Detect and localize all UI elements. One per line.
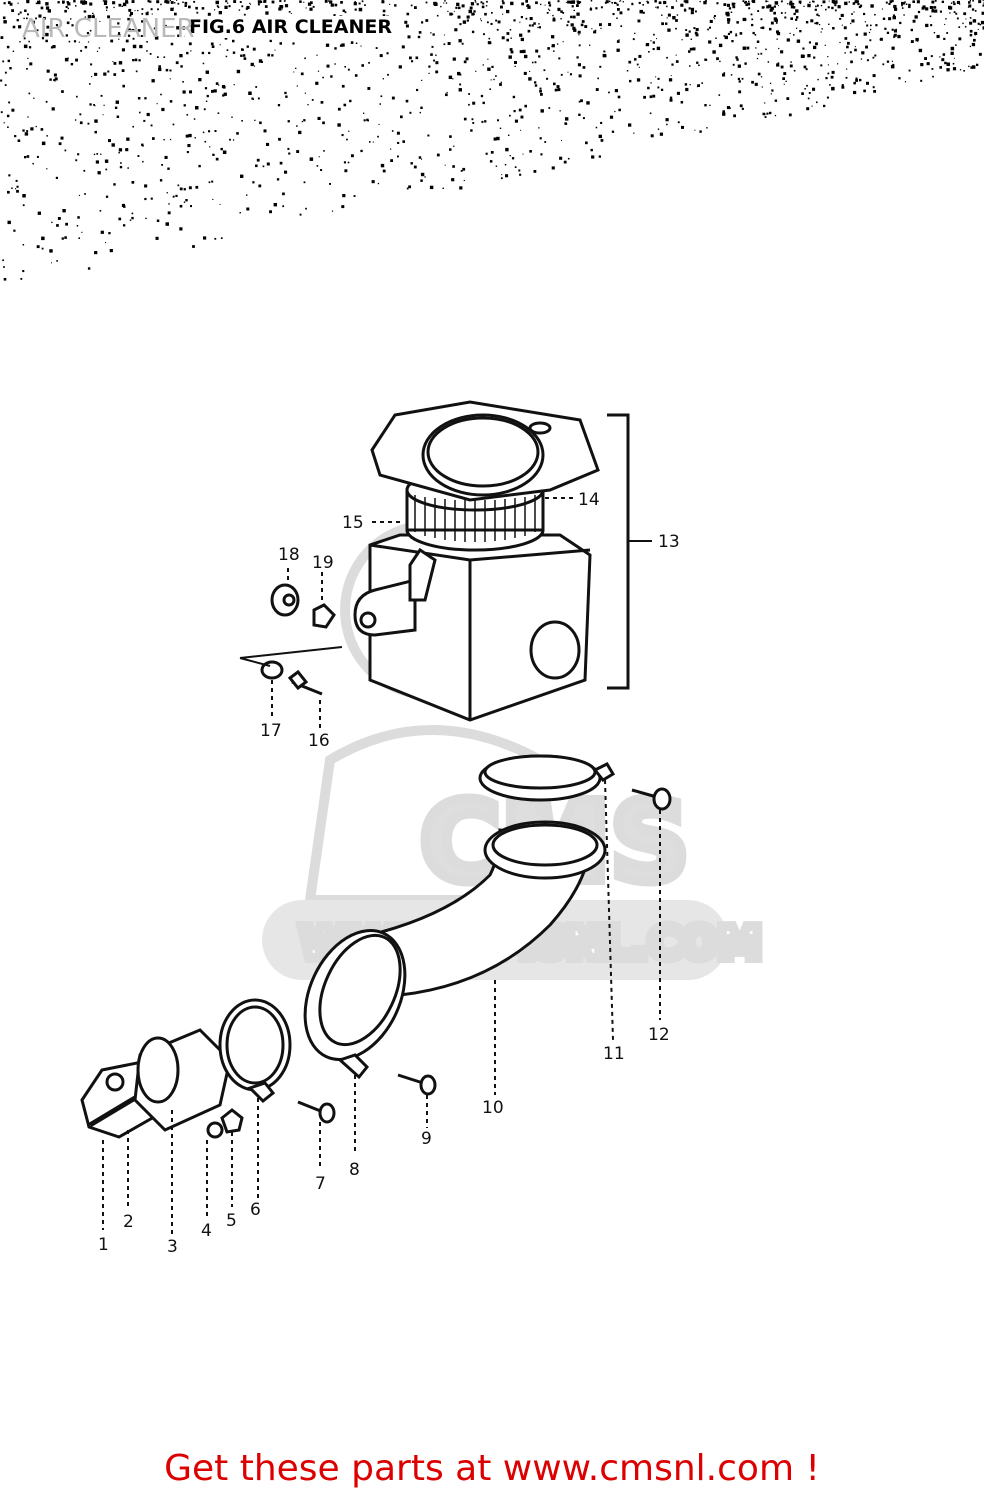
callout-1: 1 [98,1235,109,1255]
page-title: AIR CLEANER [22,14,195,44]
callout-18: 18 [278,545,300,565]
parts-cta-link[interactable]: Get these parts at www.cmsnl.com ! [164,1448,820,1489]
assembly-bracket [607,413,630,690]
callout-5: 5 [226,1211,237,1231]
callout-13: 13 [658,532,680,552]
carb-joint-parts [80,998,437,1139]
callout-3: 3 [167,1237,178,1257]
mounting-hardware [239,583,343,696]
callout-9: 9 [421,1129,432,1149]
callout-16: 16 [308,731,330,751]
scan-noise [0,0,984,281]
callout-14: 14 [578,490,600,510]
air-cleaner-box [353,533,592,722]
cover-plate [370,400,600,502]
callout-6: 6 [250,1200,261,1220]
callout-10: 10 [482,1098,504,1118]
callout-17: 17 [260,721,282,741]
callout-8: 8 [349,1160,360,1180]
callout-4: 4 [201,1221,212,1241]
hose-clamp-upper [478,754,616,802]
callout-7: 7 [315,1174,326,1194]
callout-2: 2 [123,1212,134,1232]
callout-12: 12 [648,1025,670,1045]
leader-lines [102,497,661,1235]
callout-labels: 1 2 3 4 5 6 7 8 9 10 11 12 13 14 15 16 1… [98,490,680,1257]
intake-hose [303,820,607,1061]
callout-11: 11 [603,1044,625,1064]
callout-15: 15 [342,513,364,533]
printed-figure-title: FIG.6 AIR CLEANER [185,16,396,38]
screw-12 [631,787,672,811]
callout-19: 19 [312,553,334,573]
